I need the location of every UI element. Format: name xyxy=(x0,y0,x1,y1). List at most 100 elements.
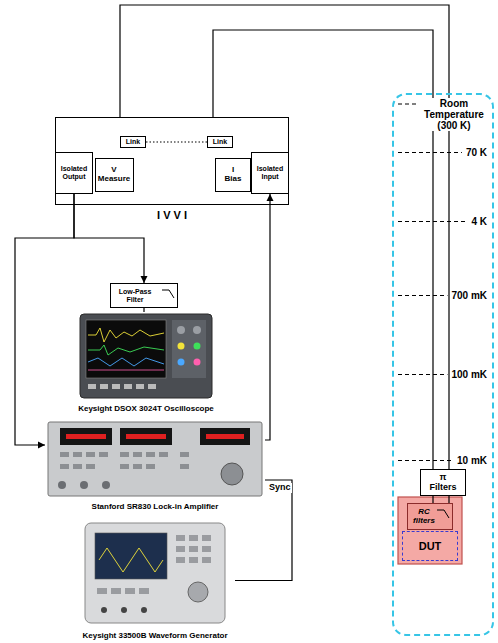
temperature-label: 4 K xyxy=(470,216,488,227)
oscilloscope-illustration-part xyxy=(88,328,164,342)
low-pass-filter-box: Low-Pass Filter xyxy=(110,283,178,308)
oscilloscope-illustration-part xyxy=(88,384,96,389)
module-label: Link xyxy=(126,138,140,146)
signal-wire xyxy=(143,308,144,312)
lock-in-illustration-part xyxy=(206,434,244,439)
oscilloscope-illustration-part xyxy=(148,384,156,389)
module-label: V Measure xyxy=(98,166,130,184)
lock-in-amplifier: Stanford SR830 Lock-in Amplifier xyxy=(45,420,265,512)
module-label: π Filters xyxy=(430,473,457,493)
temperature-label: 100 mK xyxy=(450,369,488,380)
waveform-generator-illustration-part xyxy=(125,588,135,594)
module-label: Isolated Output xyxy=(56,165,92,180)
waveform-generator-illustration-part xyxy=(111,588,121,594)
waveform-generator-illustration-part xyxy=(189,557,198,563)
lock-in-illustration-part xyxy=(120,452,129,457)
signal-wire xyxy=(213,30,433,469)
lock-in-illustration-part xyxy=(133,452,142,457)
rack-title: I V V I xyxy=(56,209,288,221)
low-pass-symbol xyxy=(436,507,450,519)
lock-in-illustration-part xyxy=(80,481,88,489)
lock-in-illustration-part xyxy=(66,434,106,439)
module-label: Low-Pass Filter xyxy=(111,288,159,303)
lock-in-illustration-part xyxy=(48,422,262,496)
temperature-label: 70 K xyxy=(465,147,488,158)
signal-wire xyxy=(432,496,433,503)
lock-in-illustration-part xyxy=(60,464,69,469)
device-under-test: DUT xyxy=(402,531,458,561)
signal-wire xyxy=(15,194,74,445)
signal-wire xyxy=(235,480,292,581)
lock-in-illustration-part xyxy=(120,428,172,445)
voltage-measure-module: V Measure xyxy=(95,158,134,192)
link-dotted-wire xyxy=(146,141,207,142)
module-label: RC filters xyxy=(413,508,435,526)
lock-in-illustration-part xyxy=(120,464,129,469)
lock-in-illustration-part xyxy=(146,452,155,457)
instrument-caption: Keysight 33500B Waveform Generator xyxy=(82,632,227,641)
signal-wire xyxy=(448,496,449,503)
temperature-level-line xyxy=(398,152,462,153)
oscilloscope-illustration-part xyxy=(194,359,201,366)
low-pass-symbol xyxy=(161,287,175,299)
temperature-label: 700 mK xyxy=(450,290,488,301)
edge-label: Sync xyxy=(268,483,292,493)
current-bias-module: I Bias xyxy=(215,158,251,192)
lock-in-illustration-part xyxy=(133,464,142,469)
oscilloscope-illustration-part xyxy=(178,343,185,350)
waveform-generator-illustration-part xyxy=(101,607,107,613)
signal-wire xyxy=(265,194,270,440)
link-module: Link xyxy=(207,136,233,148)
lock-in-illustration-part xyxy=(86,464,95,469)
waveform-generator-illustration-part xyxy=(202,546,211,552)
module-label: I Bias xyxy=(225,166,242,184)
module-label: DUT xyxy=(419,540,442,552)
temperature-level-line xyxy=(398,295,447,296)
temperature-level-line xyxy=(398,104,417,105)
oscilloscope-illustration-part xyxy=(88,345,164,355)
cryostat-region: Room Temperature (300 K)70 K4 K700 mK100… xyxy=(392,93,494,636)
oscilloscope-illustration xyxy=(80,314,212,398)
waveform-generator-illustration-part xyxy=(95,533,167,579)
lock-in-illustration-part xyxy=(60,452,69,457)
oscilloscope-illustration-part xyxy=(100,384,108,389)
low-pass-curve xyxy=(437,510,449,518)
isolated-output-module: Isolated Output xyxy=(55,152,93,194)
lock-in-illustration-part xyxy=(180,464,189,469)
instrument-caption: Stanford SR830 Lock-in Amplifier xyxy=(92,503,219,512)
lock-in-illustration-part xyxy=(221,463,243,485)
temperature-level-line xyxy=(398,374,447,375)
lock-in-illustration-part xyxy=(73,464,82,469)
waveform-generator-illustration-part xyxy=(139,588,149,594)
lock-in-illustration-part xyxy=(58,481,66,489)
dut-enclosure-part xyxy=(398,497,462,564)
waveform-generator-illustration-part xyxy=(97,588,107,594)
oscilloscope: Keysight DSOX 3024T Oscilloscope xyxy=(60,312,232,414)
oscilloscope-illustration-part xyxy=(112,384,120,389)
waveform-generator-illustration xyxy=(85,523,225,623)
instrument-caption: Keysight DSOX 3024T Oscilloscope xyxy=(78,405,214,414)
lock-in-illustration-part xyxy=(180,452,189,457)
oscilloscope-illustration-part xyxy=(136,384,144,389)
lock-in-illustration-part xyxy=(60,428,112,445)
module-label: Isolated Input xyxy=(252,165,288,180)
link-module: Link xyxy=(120,136,146,148)
oscilloscope-illustration-part xyxy=(88,358,164,366)
oscilloscope-illustration-part xyxy=(88,370,164,371)
rc-filter-box: RC filters xyxy=(407,503,453,530)
oscilloscope-illustration-part xyxy=(124,384,132,389)
waveform-generator-illustration-part xyxy=(176,557,185,563)
low-pass-curve xyxy=(162,290,174,298)
oscilloscope-illustration-part xyxy=(172,320,206,378)
ivvi-rack: I V V IIsolated OutputV MeasureLinkLinkI… xyxy=(55,117,289,205)
module-label: Link xyxy=(213,138,227,146)
oscilloscope-illustration-part xyxy=(177,326,185,334)
lock-in-illustration-part xyxy=(159,452,168,457)
waveform-generator-illustration-part xyxy=(99,548,163,572)
waveform-generator-illustration-part xyxy=(202,535,211,541)
temperature-label: 10 mK xyxy=(456,455,488,466)
lock-in-illustration-part xyxy=(146,464,155,469)
waveform-generator-illustration-part xyxy=(121,607,127,613)
pi-filter-box: π Filters xyxy=(420,469,466,496)
lock-in-illustration-part xyxy=(200,428,250,445)
